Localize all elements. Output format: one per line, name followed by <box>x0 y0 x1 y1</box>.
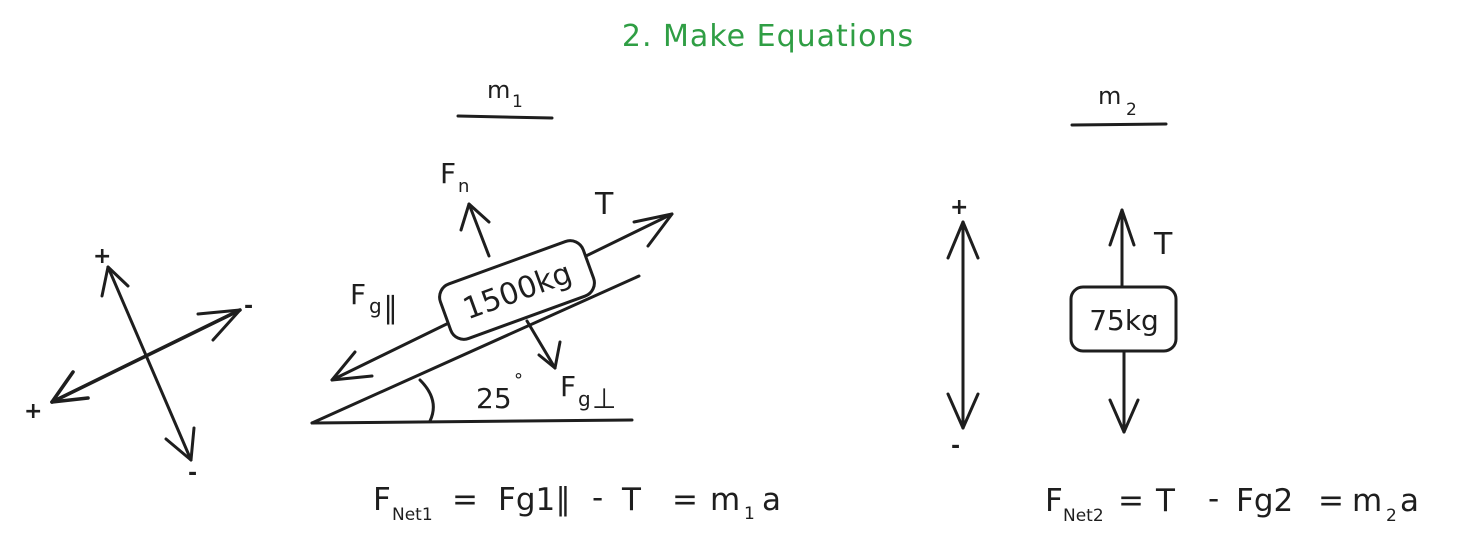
m1-axis-steep <box>106 265 193 462</box>
m2-forces <box>1108 208 1140 434</box>
m1-axis-steep-arrowhead-bottom <box>164 426 196 462</box>
m1-eq-accel: a <box>762 482 781 518</box>
m2-box: 75kg <box>1069 285 1178 353</box>
m1-axis-steep-arrowhead-top <box>100 265 130 298</box>
m2-eq-mass-sub: 2 <box>1386 506 1397 526</box>
m1-axis-left-positive: + <box>24 399 42 424</box>
m2-eq-lhs-sub: Net2 <box>1063 506 1104 526</box>
normal-force-label-sub: n <box>458 176 469 197</box>
m2-axis-arrowhead-down <box>946 392 980 430</box>
m1-heading-underline <box>456 114 554 120</box>
m2-mass-label: 75kg <box>1089 304 1159 337</box>
m1-heading-sub: 1 <box>512 92 523 112</box>
m2-heading-sub: 2 <box>1126 100 1137 120</box>
tension-label-m2: T <box>1153 227 1173 262</box>
gravity-perpendicular-label-mark: ⊥ <box>592 382 616 415</box>
m2-box-outline <box>1069 285 1178 353</box>
m2-equation: F Net2 = T - Fg2 = m 2 a <box>1045 481 1419 526</box>
gravity-perpendicular-arrowhead <box>537 340 562 370</box>
m2-heading: m 2 <box>1070 82 1168 127</box>
normal-force-line <box>467 202 491 258</box>
gravity-perpendicular-label-sub: g <box>578 387 591 411</box>
gravity-perpendicular-line <box>525 319 557 370</box>
m1-axis-right-negative: - <box>244 294 253 319</box>
m1-heading-base: m <box>487 76 510 104</box>
normal-force-label-base: F <box>440 157 456 190</box>
m1-box-outline <box>438 239 596 341</box>
m1-eq-mass: m <box>710 482 740 518</box>
m2-eq-term2: Fg2 <box>1236 483 1293 519</box>
m1-axis-down-negative: - <box>188 461 197 486</box>
incline-base <box>310 418 634 425</box>
m2-tension-arrowhead <box>1108 208 1136 247</box>
m1-eq-term1: Fg1∥ <box>498 482 571 518</box>
m2-gravity-arrowhead <box>1108 398 1140 434</box>
incline: 25 ° <box>310 274 641 425</box>
incline-angle-label: 25 <box>476 382 512 415</box>
m2-eq-mass: m <box>1352 483 1382 519</box>
m1-eq-term2: T <box>621 482 642 518</box>
tension-label-m1: T <box>594 187 614 222</box>
m2-eq-equals-1: = <box>1118 483 1144 519</box>
gravity-parallel-label-base: F <box>350 278 366 311</box>
m1-equation: F Net1 = Fg1∥ - T = m 1 a <box>373 480 781 525</box>
m2-eq-minus: - <box>1208 481 1219 517</box>
m1-eq-minus: - <box>592 480 603 516</box>
m2-axis-down-negative: - <box>951 434 960 459</box>
gravity-parallel-label-mark: ∥ <box>383 291 398 326</box>
m2-axis: + - <box>946 195 980 459</box>
gravity-parallel-label-sub: g <box>369 294 382 318</box>
m1-axes: + + - - <box>24 244 253 486</box>
m1-axis-shallow-arrowhead-right <box>196 308 242 342</box>
m1-box: 1500kg <box>438 239 596 341</box>
gravity-parallel-arrowhead <box>330 350 374 382</box>
m1-eq-equals-1: = <box>452 482 478 518</box>
m1-eq-mass-sub: 1 <box>744 504 755 524</box>
m2-axis-arrowhead-up <box>946 220 980 260</box>
m2-eq-lhs-base: F <box>1045 483 1063 519</box>
incline-angle-unit: ° <box>514 370 523 391</box>
m2-eq-accel: a <box>1400 483 1419 519</box>
incline-slope <box>310 274 641 425</box>
m1-eq-equals-2: = <box>672 482 698 518</box>
m2-eq-equals-2: = <box>1318 483 1344 519</box>
incline-angle-arc <box>418 378 435 423</box>
m1-eq-lhs-sub: Net1 <box>392 505 433 525</box>
page-title: 2. Make Equations <box>622 19 914 54</box>
m1-axis-shallow <box>50 308 242 404</box>
m2-axis-up-positive: + <box>950 195 968 220</box>
m2-heading-underline <box>1070 122 1168 127</box>
m1-axis-shallow-arrowhead-left <box>50 370 90 404</box>
m1-eq-lhs-base: F <box>373 482 391 518</box>
m2-eq-term1: T <box>1155 483 1176 519</box>
m1-axis-up-positive: + <box>93 244 111 269</box>
gravity-perpendicular-label-base: F <box>560 370 576 403</box>
m1-heading: m 1 <box>456 76 554 120</box>
m2-heading-base: m <box>1098 82 1121 110</box>
normal-force-arrowhead <box>459 202 491 232</box>
tension-arrowhead <box>632 212 674 248</box>
